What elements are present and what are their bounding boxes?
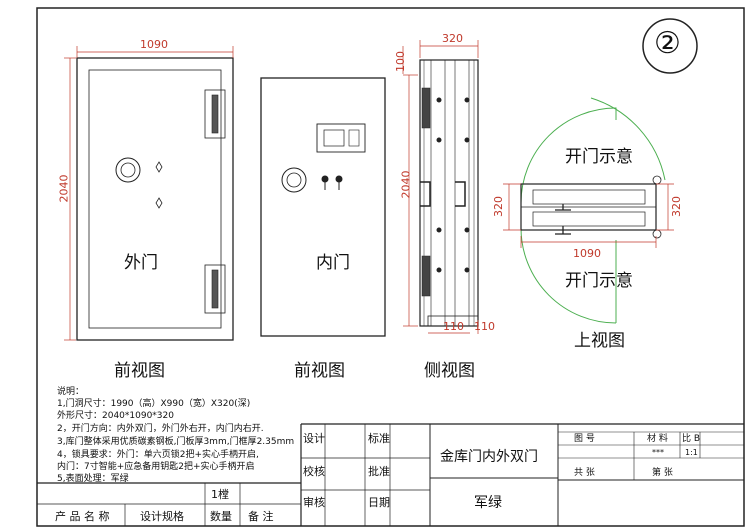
design-label: 设计 (303, 432, 325, 445)
side-bottom-dim-1: 110 (443, 320, 464, 333)
outer-door-label: 外门 (124, 253, 158, 273)
side-dimensions (402, 40, 479, 334)
top-view-label: 上视图 (574, 331, 625, 351)
inner-front-view-label: 前视图 (294, 361, 345, 381)
top-dim-left: 320 (492, 196, 505, 217)
side-bottom-dim-2: 110 (474, 320, 495, 333)
notes-title: 说明： (57, 387, 85, 397)
material-label: 材 料 (647, 434, 668, 444)
side-depth-dim: 320 (442, 32, 463, 45)
note-line-7: 5,表面处理：军绿 (57, 474, 129, 484)
parts-header-name: 产 品 名 称 (55, 510, 110, 523)
approve-label: 批准 (368, 465, 390, 478)
front-width-dim: 1090 (140, 38, 168, 51)
product-color: 军绿 (474, 495, 502, 511)
side-view (419, 59, 479, 327)
sheet-no-label: 第 张 (652, 468, 673, 478)
front-height-dim: 2040 (57, 174, 71, 203)
top-dim-width: 1090 (573, 247, 601, 260)
top-dim-right: 320 (670, 196, 683, 217)
placeholder-value: *** (652, 448, 664, 457)
standard-label: 标准 (368, 432, 390, 445)
title-block-grid (37, 423, 744, 526)
front-view (76, 57, 234, 341)
drawing-number-label: 图 号 (574, 434, 595, 444)
inner-view (260, 77, 386, 337)
note-line-4: 3,库门整体采用优质碳素钢板,门板厚3mm,门框厚2.35mm (57, 437, 295, 447)
date-label: 日期 (368, 496, 390, 509)
total-sheets-label: 共 张 (574, 468, 595, 478)
check-label: 校核 (303, 465, 325, 478)
note-line-5: 4，锁具要求：外门：单六页锁2把+实心手柄开启, (57, 450, 259, 460)
parts-header-notes: 备 注 (248, 510, 274, 523)
note-line-6: 内门：7寸智能+应急备用钥匙2把+实心手柄开启 (57, 462, 255, 472)
sheet-number: ② (654, 26, 681, 61)
front-view-label: 前视图 (114, 361, 165, 381)
side-height-dim: 2040 (399, 170, 413, 199)
side-top-dim: 100 (394, 51, 407, 72)
scale-label: 比 B (682, 434, 701, 444)
side-view-label: 侧视图 (424, 361, 475, 381)
note-line-1: 1,门洞尺寸：1990（高）X990（宽）X320(深) (57, 399, 251, 409)
note-line-2: 外形尺寸：2040*1090*320 (57, 411, 174, 421)
inner-door-label: 内门 (316, 253, 350, 273)
top-dimensions (503, 183, 674, 248)
sheet-number-circle-shape (642, 18, 698, 74)
parts-header-spec: 设计规格 (140, 510, 184, 523)
review-label: 审核 (303, 496, 325, 509)
open-direction-label-bottom: 开门示意 (565, 271, 633, 291)
product-name: 金库门内外双门 (440, 449, 538, 465)
scale-value: 1:1 (685, 448, 698, 457)
note-line-3: 2，开门方向：内外双门，外门外右开，内门内右开. (57, 424, 264, 434)
drawing-frame (36, 7, 745, 527)
parts-header-qty: 数量 (210, 510, 232, 523)
front-dimensions (64, 46, 234, 341)
qty-value: 1樘 (211, 488, 229, 501)
open-direction-label-top: 开门示意 (565, 147, 633, 167)
